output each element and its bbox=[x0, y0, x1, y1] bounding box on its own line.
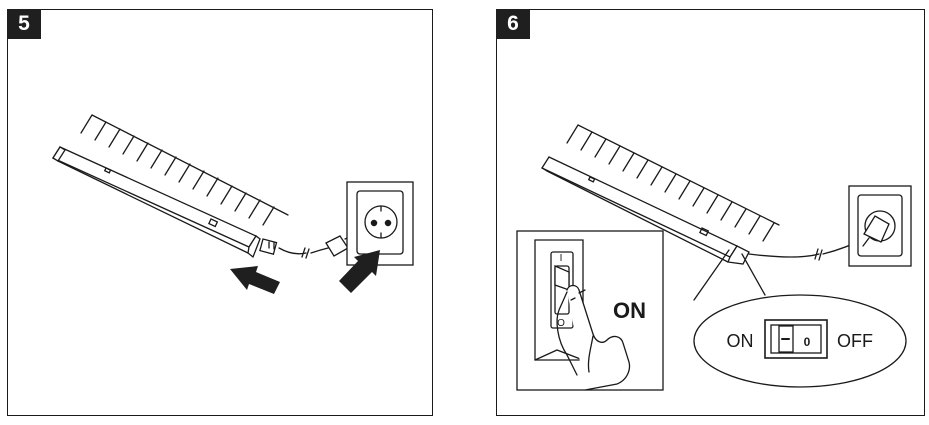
wall-socket-icon bbox=[848, 185, 912, 267]
wall-hatching bbox=[566, 124, 775, 242]
wall-edge bbox=[577, 124, 780, 226]
led-bar bbox=[541, 156, 750, 265]
step-5-panel: 5 bbox=[7, 9, 433, 416]
hand-icon bbox=[556, 284, 631, 391]
callout-on-label: ON bbox=[727, 331, 754, 351]
plug-connector bbox=[259, 238, 329, 259]
led-bar bbox=[52, 146, 261, 259]
rocker-mark: 0 bbox=[804, 335, 811, 349]
switch-state-label: ON bbox=[613, 298, 646, 323]
callout-pointer-left bbox=[693, 249, 730, 301]
push-arrow-right bbox=[339, 250, 380, 293]
plug-icon bbox=[863, 215, 890, 243]
inset-wall-switch bbox=[534, 239, 584, 361]
rocker-switch-icon bbox=[764, 319, 828, 359]
wall-hatching bbox=[80, 114, 275, 226]
push-arrow-icon bbox=[230, 250, 380, 294]
callout-pointer-right bbox=[741, 253, 766, 296]
callout-off-label: OFF bbox=[837, 331, 873, 351]
rocker-top-mark: I bbox=[560, 253, 563, 264]
push-arrow-left bbox=[230, 266, 280, 294]
step-5-illustration bbox=[52, 114, 414, 294]
step-5-badge: 5 bbox=[7, 9, 41, 39]
step-6-badge: 6 bbox=[496, 9, 530, 39]
power-cable bbox=[748, 253, 820, 258]
step-6-illustration: I O ON ON OFF 0 bbox=[516, 124, 912, 391]
rocker-bottom-mark: O bbox=[557, 318, 565, 329]
step-6-panel: 6 bbox=[496, 9, 925, 416]
wall-socket-icon bbox=[346, 181, 414, 266]
